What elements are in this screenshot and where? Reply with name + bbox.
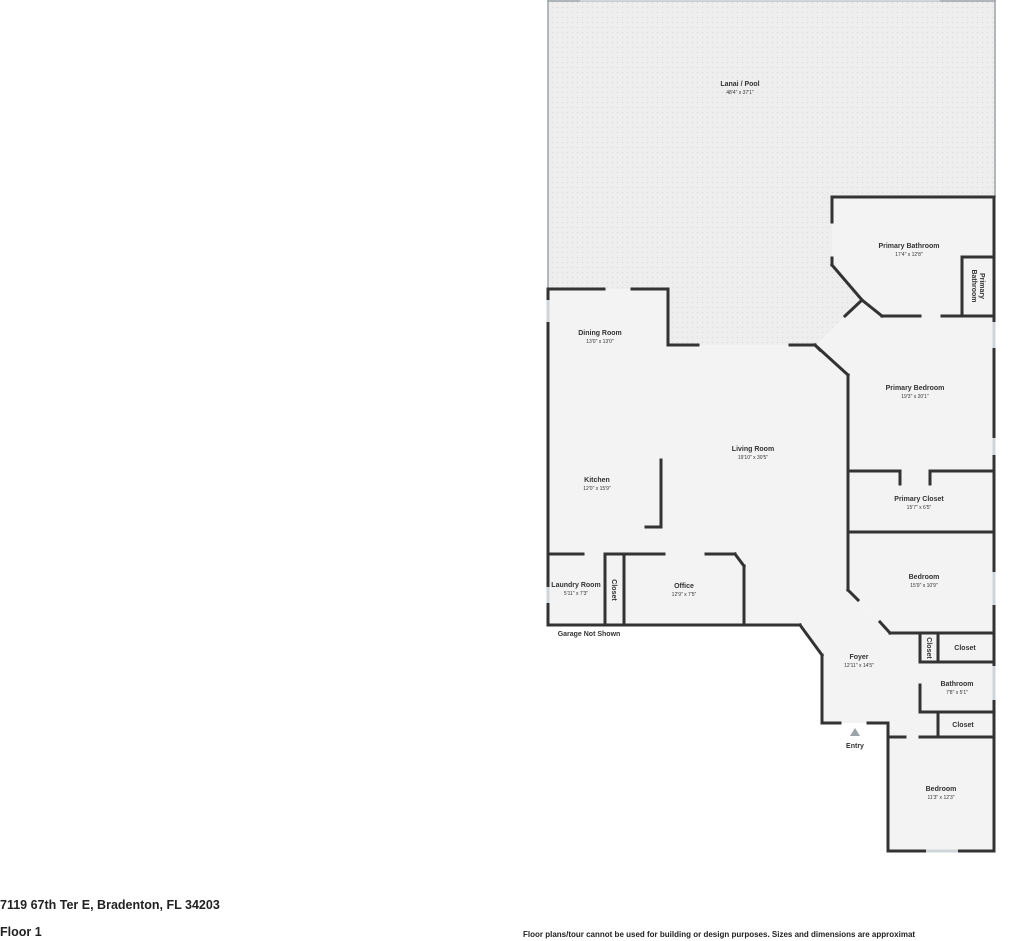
dining-room-name: Dining Room xyxy=(578,330,622,337)
primary-bedroom-dims: 19'3" x 20'1" xyxy=(901,394,929,400)
closet-upper-name: Closet xyxy=(954,645,976,652)
bathroom-name: Bathroom xyxy=(940,681,973,688)
primary-bedroom-name: Primary Bedroom xyxy=(886,385,945,392)
lanai-pool-name: Lanai / Pool xyxy=(720,81,759,88)
kitchen-name: Kitchen xyxy=(584,477,610,484)
primary-suite-floor xyxy=(815,197,994,633)
floor-fills xyxy=(548,0,995,851)
living-room-dims: 19'10" x 30'5" xyxy=(738,455,768,461)
primary-bathroom-dims: 17'4" x 12'8" xyxy=(895,252,923,258)
property-address: 7119 67th Ter E, Bradenton, FL 34203 xyxy=(0,898,220,912)
bedroom-3-floor xyxy=(888,737,995,851)
primary-wc-line2: Bathroom xyxy=(970,269,977,302)
bathroom-dims: 7'8" x 5'1" xyxy=(946,690,968,696)
primary-bathroom-name: Primary Bathroom xyxy=(878,243,939,250)
hall-closet-vertical-name: Closet xyxy=(925,637,932,659)
laundry-room-dims: 5'11" x 7'3" xyxy=(564,591,588,597)
windows xyxy=(546,0,996,853)
primary-closet-dims: 15'7" x 6'5" xyxy=(907,505,932,511)
office-dims: 12'9" x 7'5" xyxy=(672,592,697,598)
primary-wc-line1: Primary xyxy=(978,273,985,299)
interior-floor xyxy=(548,289,848,625)
bedroom-3-name: Bedroom xyxy=(926,786,957,793)
closet-lower-name: Closet xyxy=(952,722,974,729)
foyer-dims: 12'11" x 14'5" xyxy=(844,663,874,669)
entry-label: Entry xyxy=(846,743,864,750)
entry-arrow-icon xyxy=(850,728,860,736)
primary-closet-name: Primary Closet xyxy=(894,496,944,503)
walls xyxy=(546,0,996,853)
garage-not-shown-note: Garage Not Shown xyxy=(558,631,621,638)
bedroom-2-dims: 15'9" x 10'9" xyxy=(910,583,938,589)
floor-label: Floor 1 xyxy=(0,925,42,939)
laundry-room-name: Laundry Room xyxy=(551,582,600,589)
kitchen-dims: 12'0" x 15'9" xyxy=(583,486,611,492)
bedroom-3-dims: 11'3" x 12'3" xyxy=(927,795,954,801)
room-labels: Lanai / Pool 48'4" x 37'1" Primary Bathr… xyxy=(551,81,985,801)
foyer-name: Foyer xyxy=(849,654,868,661)
lanai-pool-dims: 48'4" x 37'1" xyxy=(726,90,754,96)
bedroom-2-name: Bedroom xyxy=(909,574,940,581)
disclaimer-text: Floor plans/tour cannot be used for buil… xyxy=(523,930,916,939)
living-room-name: Living Room xyxy=(732,446,774,453)
office-name: Office xyxy=(674,583,694,590)
dining-room-dims: 13'0" x 13'0" xyxy=(586,339,614,345)
laundry-closet-name: Closet xyxy=(610,579,617,601)
